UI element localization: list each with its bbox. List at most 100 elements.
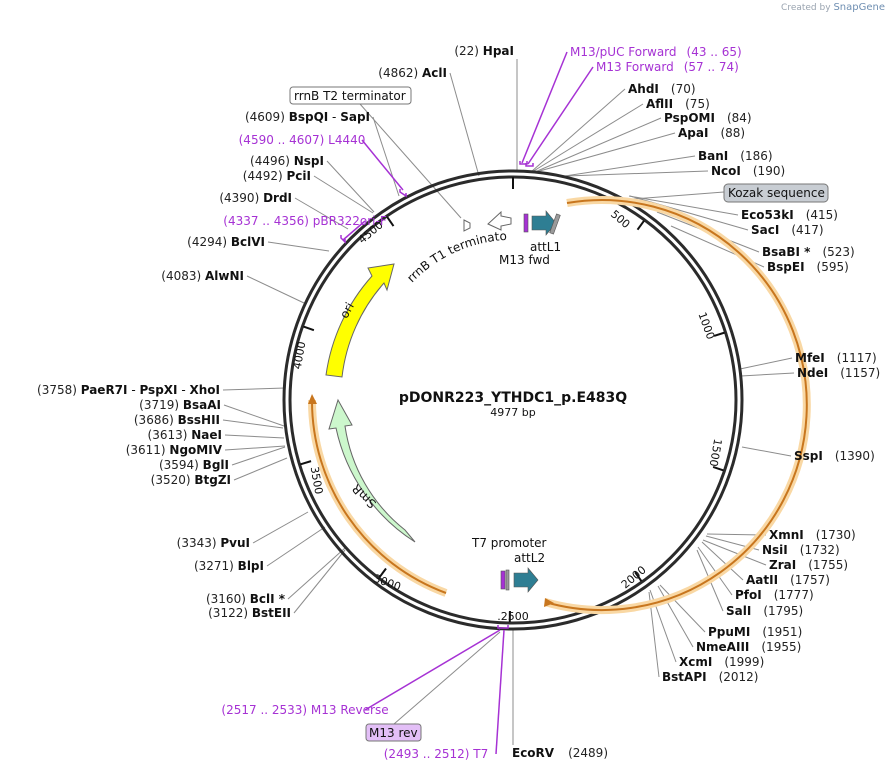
tick-mark-500 <box>636 220 645 231</box>
primer-leader-2 <box>361 139 404 191</box>
enzyme-label-bspqi: (4609) BspQI - SapI <box>245 110 370 124</box>
kozak-box <box>723 183 829 203</box>
enzyme-label-ppumi: PpuMI(1951) <box>708 625 802 639</box>
t7-promoter-marker <box>500 570 506 590</box>
m13-fwd-label: M13 fwd <box>499 253 550 267</box>
primer-label-m13reverse: (2517 .. 2533) M13 Reverse <box>221 703 388 717</box>
enzyme-label-bgli: (3594) BglI <box>159 458 229 472</box>
enzyme-label-ecorv: EcoRV(2489) <box>512 746 608 760</box>
primer-leader-5 <box>495 629 505 755</box>
primer-site-4 <box>497 625 509 629</box>
enzyme-label-nsii: NsiI(1732) <box>762 543 840 557</box>
smr-feature <box>328 398 416 543</box>
m13-rev-label: M13 rev <box>369 726 418 740</box>
ori-feature <box>325 263 395 378</box>
smr-region-arrowhead <box>308 394 317 404</box>
rrnb-t1-arrow <box>487 210 512 231</box>
enzyme-label-blpi: (3271) BlpI <box>194 559 264 573</box>
enzyme-label-pvui: (3343) PvuI <box>177 536 250 550</box>
primer-label-m13pucforward: M13/pUC Forward(43 .. 65) <box>570 45 742 59</box>
tick-label-1500: 1500 <box>707 438 725 468</box>
primer-label-t7: (2493 .. 2512) T7 <box>384 747 488 761</box>
m13-rev-box <box>365 723 422 742</box>
primer-leader-3 <box>342 220 366 241</box>
enzyme-label-ndei: NdeI(1157) <box>797 366 880 380</box>
enzyme-label-bsabi: BsaBI *(523) <box>762 245 855 259</box>
enzyme-label-pcii: (4492) PciI <box>243 169 311 183</box>
orf-arc <box>544 199 808 612</box>
tick-label-2500: .2500 <box>497 610 529 623</box>
t7-promoter-label: T7 promoter <box>471 536 547 550</box>
primer-label-m13forward: M13 Forward(57 .. 74) <box>596 60 739 74</box>
enzyme-label-zrai: ZraI(1755) <box>769 558 848 572</box>
enzyme-label-acli: (4862) AclI <box>378 66 447 80</box>
primer-leader-1 <box>527 66 594 165</box>
m13-fwd-marker <box>523 213 529 233</box>
attl1-label: attL1 <box>530 240 561 254</box>
plasmid-length: 4977 bp <box>490 406 535 419</box>
enzyme-label-xmni: XmnI(1730) <box>769 528 856 542</box>
enzyme-label-aflii: AflII(75) <box>646 97 710 111</box>
backbone-outer <box>282 169 744 631</box>
enzyme-label-hpai: (22) HpaI <box>454 44 514 58</box>
tick-mark-1500 <box>712 465 724 472</box>
tick-mark-3000 <box>378 567 387 578</box>
enzyme-label-sspi: SspI(1390) <box>794 449 875 463</box>
primer-site-2 <box>399 189 407 198</box>
kozak-label: Kozak sequence <box>728 186 825 200</box>
plasmid-name: pDONR223_YTHDC1_p.E483Q <box>399 390 627 406</box>
tick-label-4000: 4000 <box>291 340 309 370</box>
primer-leader-0 <box>521 51 568 164</box>
enzyme-label-xcmi: XcmI(1999) <box>679 655 764 669</box>
enzyme-label-pspomi: PspOMI(84) <box>664 111 752 125</box>
enzyme-labels: (22) HpaIAhdI(70)AflII(75)PspOMI(84)ApaI… <box>37 44 880 760</box>
enzyme-label-bclvi: (4294) BclVI <box>187 235 265 249</box>
enzyme-label-ngomiv: (3611) NgoMIV <box>126 443 223 457</box>
primer-leader-4 <box>364 629 501 711</box>
rrnb-t2-arrow <box>463 219 471 232</box>
orf-arrowhead <box>544 598 554 607</box>
enzyme-label-sali: SalI(1795) <box>726 604 803 618</box>
enzyme-label-nspi: (4496) NspI <box>250 154 324 168</box>
enzyme-label-btgzi: (3520) BtgZI <box>151 473 231 487</box>
tick-label-1000: 1000 <box>695 310 717 341</box>
tick-label-3500: 3500 <box>308 465 326 495</box>
primer-label-l4440: (4590 .. 4607) L4440 <box>239 133 366 147</box>
enzyme-label-nmeaiii: NmeAIII(1955) <box>696 640 801 654</box>
attl2-feature <box>513 567 539 593</box>
tick-mark-3500 <box>300 460 312 466</box>
rrnb-t2-box <box>289 86 412 105</box>
enzyme-label-apai: ApaI(88) <box>678 126 745 140</box>
enzyme-label-eco53ki: Eco53kI(415) <box>741 208 838 222</box>
primer-site-1 <box>525 163 534 167</box>
tick-mark-1000 <box>713 331 725 337</box>
ori-label: ori <box>337 300 357 321</box>
enzyme-label-bcli: (3160) BclI * <box>206 592 286 606</box>
attl1-end-marker <box>549 213 561 235</box>
enzyme-label-paer7i: (3758) PaeR7I - PspXI - XhoI <box>37 383 220 397</box>
enzyme-label-alwni: (4083) AlwNI <box>161 269 244 283</box>
enzyme-label-mfei: MfeI(1117) <box>795 351 877 365</box>
enzyme-label-naei: (3613) NaeI <box>148 428 222 442</box>
attl2-label: attL2 <box>514 551 545 565</box>
attl2-end-marker <box>505 569 510 591</box>
enzyme-label-ncoi: NcoI(190) <box>711 164 785 178</box>
tick-mark-2000 <box>634 571 643 582</box>
rrnb-t2-label: rrnB T2 terminator <box>294 89 406 103</box>
primer-labels: M13/pUC Forward(43 .. 65)M13 Forward(57 … <box>221 45 741 761</box>
primer-site-0 <box>519 161 528 165</box>
tick-mark-4000 <box>303 325 315 332</box>
primer-label-pbr322orif: (4337 .. 4356) pBR322ori-F <box>223 214 387 228</box>
tick-mark-4500 <box>386 216 395 227</box>
enzyme-label-saci: SacI(417) <box>751 223 824 237</box>
enzyme-label-bstapi: BstAPI(2012) <box>662 670 758 684</box>
enzyme-label-bsteii: (3122) BstEII <box>208 606 291 620</box>
enzyme-label-bsshii: (3686) BssHII <box>134 413 220 427</box>
enzyme-label-bani: BanI(186) <box>698 149 773 163</box>
tick-marks <box>300 216 725 622</box>
enzyme-label-aatii: AatII(1757) <box>746 573 830 587</box>
primer-site-3 <box>340 235 346 244</box>
primer-marks <box>340 51 594 755</box>
svg-text:ori: ori <box>337 300 357 321</box>
snapgene-brand: Created by SnapGene <box>781 2 885 13</box>
